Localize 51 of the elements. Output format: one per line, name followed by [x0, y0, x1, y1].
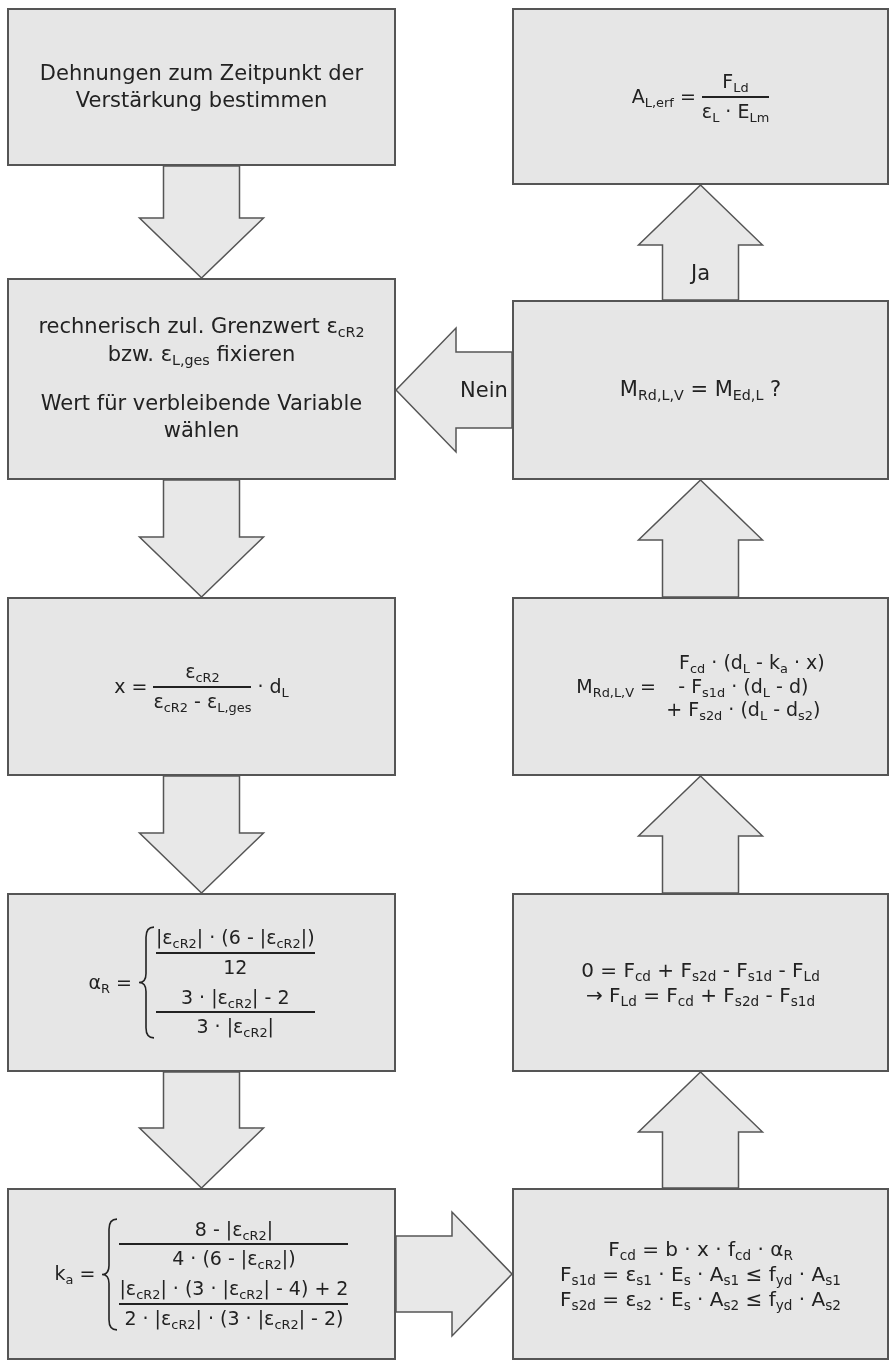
- formula-text: 2 · |ε$_{cR2}$| · (3 · |ε$_{cR2}$| - 2): [124, 1306, 344, 1331]
- box-text: M$_{Rd,L,V}$ = M$_{Ed,L}$ ?: [619, 376, 782, 404]
- formula-text: 4 · (6 - |ε$_{cR2}$|): [172, 1247, 296, 1271]
- block-arrow: [636, 478, 765, 598]
- formula-text: 0 = F$_{cd}$ + F$_{s2d}$ - F$_{s1d}$ - F$_{Ld}$: [581, 957, 820, 983]
- box-text: Dehnungen zum Zeitpunkt der Verstärkung bestimmen: [38, 59, 365, 114]
- process-box: [7, 1188, 396, 1360]
- process-box: [7, 278, 396, 480]
- formula-text: ε$_{cR2}$ - ε$_{L,ges}$: [153, 689, 252, 714]
- formula-text: α$_{R}$ =: [88, 970, 132, 995]
- block-arrow: [394, 326, 513, 454]
- process-box: [7, 893, 396, 1072]
- formula-text: M$_{Rd,L,V}$ =: [576, 674, 657, 699]
- formula-text: F$_{cd}$ · (d$_{L}$ - k$_{a}$ · x): [678, 650, 825, 675]
- process-box: [7, 8, 396, 166]
- formula-text: 3 · |ε$_{cR2}$| - 2: [180, 985, 290, 1010]
- edge-label: Nein: [460, 378, 508, 402]
- formula-text: → F$_{Ld}$ = F$_{cd}$ + F$_{s2d}$ - F$_{s1d}$: [585, 982, 816, 1008]
- process-box: [512, 893, 889, 1072]
- block-arrow: [137, 479, 266, 599]
- block-arrow: [395, 1210, 514, 1338]
- block-arrow: [137, 775, 266, 895]
- formula-text: x =: [114, 674, 148, 699]
- formula-text: |ε$_{cR2}$| · (6 - |ε$_{cR2}$|): [155, 926, 315, 950]
- block-arrow: [636, 1070, 765, 1189]
- box-text: rechnerisch zul. Grenzwert ε$_{cR2}$ bzw. ε$_{L,ges}$ fixieren: [37, 313, 366, 368]
- formula-text: F$_{s1d}$ = ε$_{s1}$ · E$_{s}$ · A$_{s1}$ ≤ f$_{yd}$ · A$_{s1}$: [560, 1261, 841, 1287]
- edge-label: Ja: [690, 260, 711, 285]
- formula-text: + F$_{s2d}$ · (d$_{L}$ - d$_{s2}$): [665, 698, 822, 723]
- formula-text: F$_{cd}$ = b · x · f$_{cd}$ · α$_{R}$: [608, 1236, 793, 1262]
- process-box: [512, 597, 889, 776]
- block-arrow: [636, 774, 765, 894]
- box-text: Wert für verbleibende Variable wählen: [39, 390, 364, 445]
- formula-text: A$_{L,erf}$ =: [631, 84, 696, 109]
- formula-text: 8 - |ε$_{cR2}$|: [194, 1217, 274, 1242]
- formula-text: 12: [223, 955, 248, 980]
- formula-text: - F$_{s1d}$ · (d$_{L}$ - d): [677, 674, 810, 699]
- process-box: [512, 8, 889, 185]
- formula-text: ε$_{L}$ · E$_{Lm}$: [701, 99, 770, 124]
- process-box: [512, 300, 889, 480]
- block-arrow: [137, 1071, 266, 1190]
- block-arrow: [137, 165, 266, 280]
- formula-text: k$_{a}$ =: [54, 1262, 96, 1286]
- process-box: [7, 597, 396, 776]
- formula-text: · d$_{L}$: [257, 674, 289, 699]
- formula-text: ε$_{cR2}$: [185, 659, 220, 684]
- formula-text: |ε$_{cR2}$| · (3 · |ε$_{cR2}$| - 4) + 2: [119, 1277, 349, 1301]
- formula-text: F$_{Ld}$: [722, 69, 749, 94]
- formula-text: 3 · |ε$_{cR2}$|: [196, 1015, 274, 1039]
- process-box: [512, 1188, 889, 1360]
- block-arrow: [636, 183, 765, 301]
